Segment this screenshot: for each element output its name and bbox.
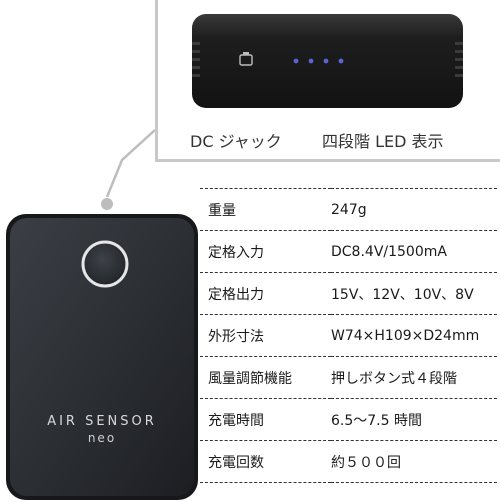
spec-value: 約５００回 bbox=[331, 440, 497, 483]
table-row: 定格出力 15V、12V、10V、8V bbox=[200, 272, 497, 315]
led-indicators bbox=[293, 58, 344, 64]
spec-key: 外形寸法 bbox=[200, 314, 331, 357]
spec-key: 充電時間 bbox=[200, 398, 331, 441]
dc-jack-port bbox=[239, 52, 253, 66]
table-row: 重量 247g bbox=[200, 188, 497, 231]
air-sensor-device: AIR SENSOR neo bbox=[4, 212, 200, 502]
table-row: 風量調節機能 押しボタン式４段階 bbox=[200, 356, 497, 399]
dc-jack-label: DC ジャック bbox=[190, 132, 282, 151]
spec-value: 15V、12V、10V、8V bbox=[331, 272, 497, 315]
spec-key: 定格出力 bbox=[200, 272, 331, 315]
table-row: 外形寸法 W74×H109×D24mm bbox=[200, 314, 497, 357]
table-row: 定格入力 DC8.4V/1500mA bbox=[200, 230, 497, 273]
led-display-label: 四段階 LED 表示 bbox=[322, 132, 444, 151]
spec-value: DC8.4V/1500mA bbox=[331, 230, 497, 273]
spec-value: 247g bbox=[331, 188, 497, 231]
power-button-icon[interactable] bbox=[81, 240, 129, 288]
device-body bbox=[6, 214, 198, 500]
device-model-text: neo bbox=[87, 431, 117, 445]
spec-key: 定格入力 bbox=[200, 230, 331, 273]
spec-key: 風量調節機能 bbox=[200, 356, 331, 399]
table-row: 充電回数 約５００回 bbox=[200, 440, 497, 483]
spec-table: 重量 247g 定格入力 DC8.4V/1500mA 定格出力 15V、12V、… bbox=[200, 188, 497, 483]
spec-key: 重量 bbox=[200, 188, 331, 231]
spec-value: 6.5～7.5 時間 bbox=[331, 398, 497, 441]
device-brand-text: AIR SENSOR bbox=[47, 414, 157, 429]
spec-value: 押しボタン式４段階 bbox=[331, 356, 497, 399]
spec-value: W74×H109×D24mm bbox=[331, 314, 497, 357]
device-end-view bbox=[192, 14, 463, 108]
spec-key: 充電回数 bbox=[200, 440, 331, 483]
table-row: 充電時間 6.5～7.5 時間 bbox=[200, 398, 497, 441]
